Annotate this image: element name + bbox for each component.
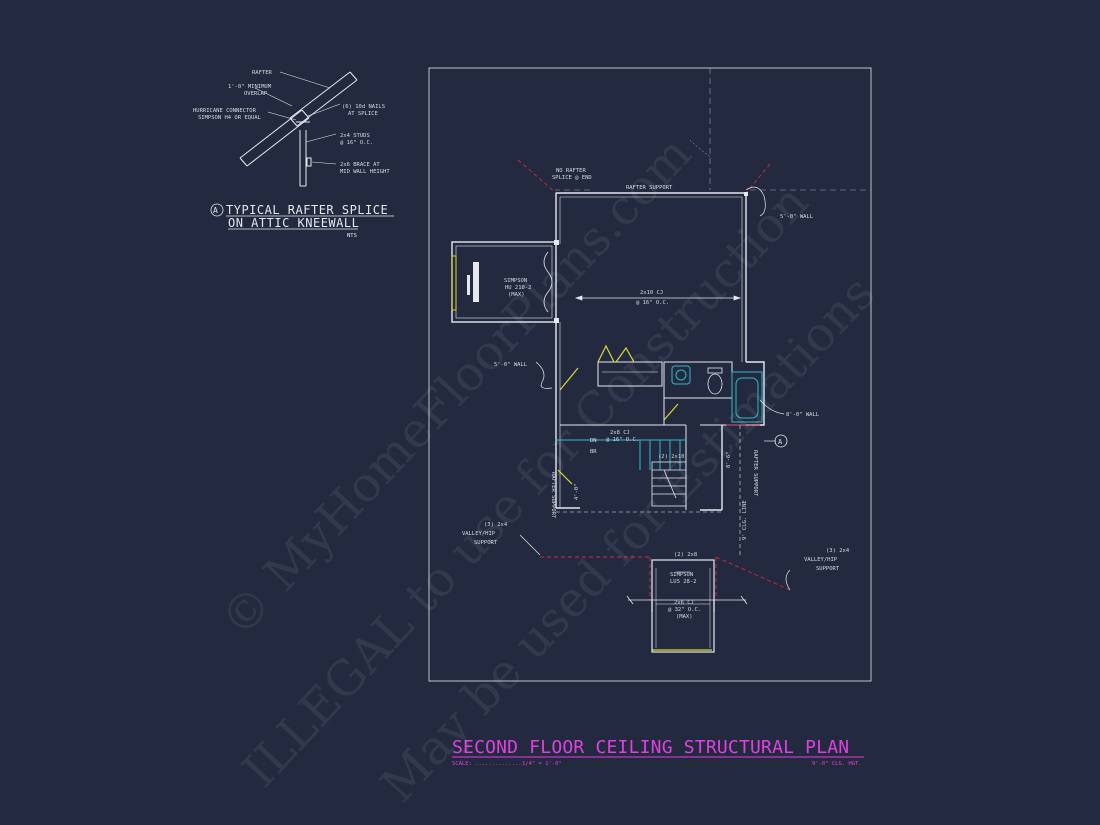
valley-right-1: (3) 2x4 [826,548,850,554]
plan-title: SECOND FLOOR CEILING STRUCTURAL PLAN [452,737,849,758]
joist-span-arrow [574,295,742,301]
header-label: (2) 2x10 [658,454,685,460]
label-overlap-1: 1'-0" MINIMUM [228,84,272,90]
label-brace-2: MID WALL HEIGHT [340,169,390,175]
valley-lines [517,159,791,600]
simpson-lus-1: SIMPSON [670,572,693,578]
detail-marker-letter: A [213,206,218,215]
cj-main-1: 2x10 CJ [640,290,663,296]
wall-left: 5'-0" WALL [494,362,528,368]
no-rafter-2: SPLICE @ END [552,175,592,181]
label-connector-2: SIMPSON H4 OR EQUAL [198,115,262,121]
no-rafter-1: NO RAFTER [556,168,586,174]
rafter-splice-detail: RAFTER 1'-0" MINIMUM OVERLAP HURRICANE C… [193,70,394,239]
ceiling-height: 9'-0" CLG. HGT. [812,761,862,767]
bath-fixtures [555,365,763,470]
valley-left-1: (3) 2x4 [484,522,508,528]
detail-scale-note: NTS [347,233,357,239]
porch-cj-1: 2x6 CJ [674,600,694,606]
stairs [651,461,687,507]
roof-dashed-lines [555,68,871,191]
label-rafter: RAFTER [252,70,273,76]
porch-beam: (2) 2x8 [674,552,697,558]
rafter-support-right: RAFTER SUPPORT [752,450,758,497]
stair-cj-1: 2x8 CJ [610,430,630,436]
label-connector-1: HURRICANE CONNECTOR [193,108,257,114]
valley-left-3: SUPPORT [474,540,498,546]
simpson-1: SIMPSON [504,278,527,284]
door-swings [557,344,712,651]
rafter-upper [289,71,358,127]
valley-right-3: SUPPORT [816,566,840,572]
detail-marker-circle [210,203,224,217]
stair-br: BR [590,449,597,455]
rafter-lower [239,109,310,167]
main-walls [451,192,765,511]
label-brace-1: 2x6 BRACE AT [340,162,380,168]
interior-walls [560,361,746,510]
bumpout-beam [473,262,479,302]
bumpout-window [451,255,457,311]
stair-cj-2: @ 16" O.C. [606,437,639,443]
porch [628,559,746,653]
ceiling-line [556,425,741,557]
rafter-support-left: RAFTER SUPPORT [550,472,556,519]
clg-line: 9' CLG. LINE [742,500,748,540]
simpson-lus-2: LUS 28-2 [670,579,697,585]
wall-right-mid: 8'-0" WALL [786,412,820,418]
dim-right: 8'-6" [726,451,732,468]
section-marker-letter: A [778,438,783,446]
corner-posts [554,192,748,323]
detail-title-line1: TYPICAL RAFTER SPLICE [226,203,388,217]
simpson-2: HU 210-2 [505,285,532,291]
label-nails-1: (6) 10d NAILS [342,104,385,110]
wall-right-top: 5'-0" WALL [780,214,814,220]
stair-dn: DN [590,438,597,444]
section-marker: A [764,434,788,448]
simpson-3: (MAX) [508,292,525,298]
dim-small: 4'-0" [574,483,580,500]
plan-border [428,67,872,682]
plan-labels: NO RAFTER SPLICE @ END RAFTER SUPPORT 5'… [462,168,850,620]
detail-leaders [254,71,341,165]
porch-cj-3: (MAX) [676,614,693,620]
title-block: SECOND FLOOR CEILING STRUCTURAL PLAN SCA… [452,737,864,767]
rafter-support-top: RAFTER SUPPORT [626,185,673,191]
valley-right-2: VALLEY/HIP [804,557,838,563]
label-nails-2: AT SPLICE [348,111,378,117]
label-studs-1: 2x4 STUDS [340,133,370,139]
scale-value: 1/4" = 1'-0" [522,761,562,767]
label-studs-2: @ 16" O.C. [340,140,373,146]
valley-left-2: VALLEY/HIP [462,531,496,537]
wall-leaders [519,186,791,591]
toilet [707,367,723,395]
cj-main-2: @ 16" O.C. [636,300,669,306]
label-overlap-2: OVERLAP [244,91,268,97]
scale-label: SCALE: .............. [452,761,522,767]
detail-title-line2: ON ATTIC KNEEWALL [228,216,359,230]
porch-cj-2: @ 32" O.C. [668,607,701,613]
kneewall-stud [296,121,312,187]
